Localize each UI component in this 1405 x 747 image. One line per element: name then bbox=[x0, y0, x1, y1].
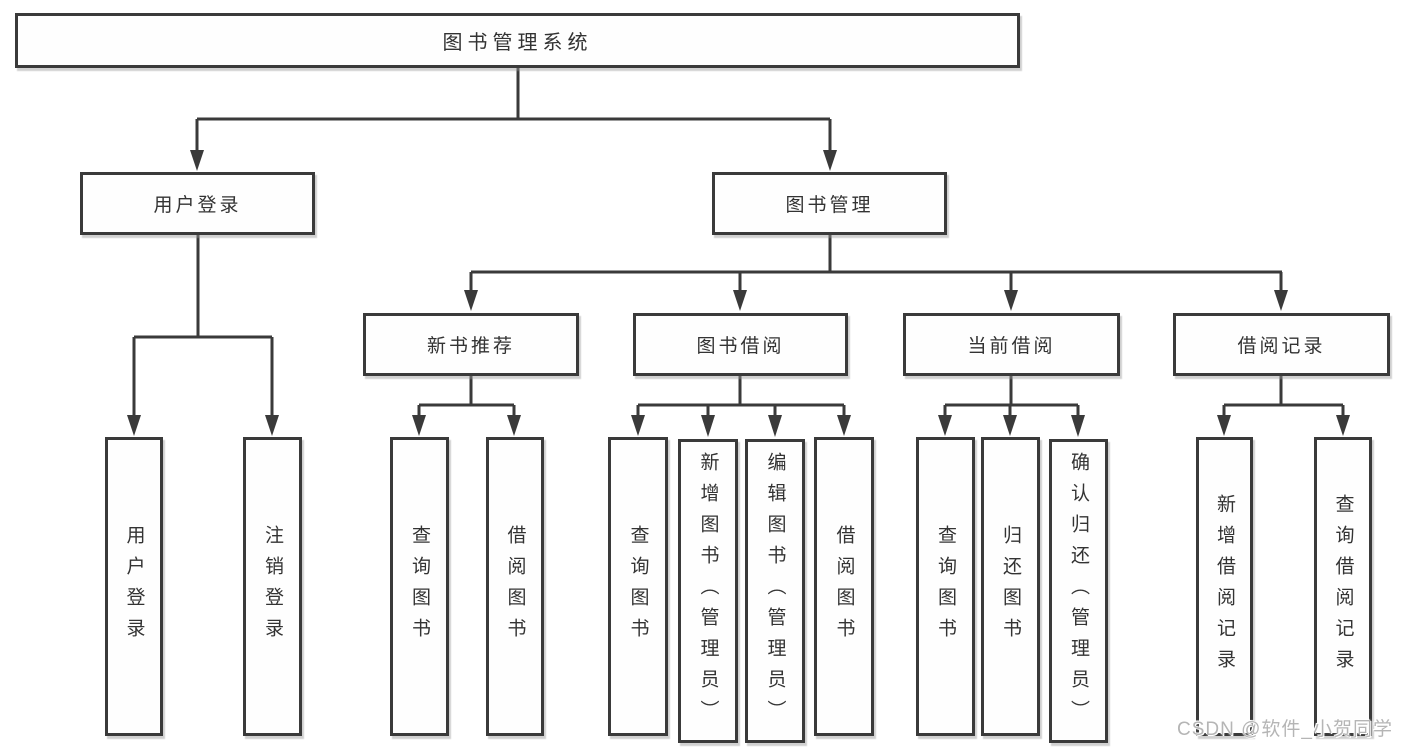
leaf-add-borrow-record: 新增借阅记录 bbox=[1196, 437, 1253, 736]
leaf-query-borrow-record: 查询借阅记录 bbox=[1314, 437, 1372, 736]
edge-arrowhead bbox=[1071, 415, 1085, 437]
connector-borrow-records bbox=[1217, 376, 1350, 436]
leaf-label: 编辑图书（管理员） bbox=[764, 451, 786, 731]
edge-arrowhead bbox=[837, 415, 851, 436]
connector-book-management bbox=[464, 235, 1288, 311]
leaf-query-books-current: 查询图书 bbox=[916, 437, 975, 736]
edge-arrowhead bbox=[265, 415, 279, 436]
leaf-return-books: 归还图书 bbox=[981, 437, 1040, 736]
leaf-label: 归还图书 bbox=[1000, 524, 1021, 649]
node-new-book-recommend: 新书推荐 bbox=[363, 313, 579, 376]
leaf-borrow-books-recommend: 借阅图书 bbox=[486, 437, 544, 736]
watermark: CSDN @软件_小贺同学 bbox=[1177, 719, 1393, 740]
leaf-label: 查询借阅记录 bbox=[1332, 493, 1354, 680]
edge-arrowhead bbox=[190, 150, 204, 171]
leaf-logout-login: 注销登录 bbox=[243, 437, 302, 736]
edge-arrowhead bbox=[507, 415, 521, 436]
connector-root bbox=[190, 68, 837, 171]
leaf-label: 借阅图书 bbox=[504, 524, 526, 649]
edge-arrowhead bbox=[1004, 290, 1018, 311]
node-borrow-records: 借阅记录 bbox=[1173, 313, 1390, 376]
edge-arrowhead bbox=[823, 150, 837, 171]
leaf-borrow-books: 借阅图书 bbox=[814, 437, 874, 736]
leaf-user-login: 用户登录 bbox=[105, 437, 163, 736]
leaf-label: 确认归还（管理员） bbox=[1068, 451, 1089, 731]
edge-arrowhead bbox=[938, 415, 952, 436]
connector-current-borrow bbox=[938, 376, 1085, 437]
edge-arrowhead bbox=[1274, 290, 1288, 311]
node-book-borrow: 图书借阅 bbox=[633, 313, 848, 376]
leaf-query-books-recommend: 查询图书 bbox=[390, 437, 449, 736]
leaf-confirm-return-admin: 确认归还（管理员） bbox=[1049, 439, 1108, 743]
edge-arrowhead bbox=[464, 290, 478, 311]
node-user-login: 用户登录 bbox=[80, 172, 315, 235]
leaf-label: 新增图书（管理员） bbox=[697, 451, 719, 731]
leaf-label: 用户登录 bbox=[123, 524, 145, 649]
edge-arrowhead bbox=[1003, 415, 1017, 436]
leaf-edit-book-admin: 编辑图书（管理员） bbox=[745, 439, 805, 743]
leaf-add-book-admin: 新增图书（管理员） bbox=[678, 439, 738, 743]
node-book-management: 图书管理 bbox=[712, 172, 947, 235]
connector-user-login bbox=[127, 235, 279, 436]
node-current-borrow: 当前借阅 bbox=[903, 313, 1120, 376]
edge-arrowhead bbox=[1217, 415, 1231, 436]
edge-arrowhead bbox=[127, 415, 141, 436]
edge-arrowhead bbox=[412, 415, 426, 436]
edge-arrowhead bbox=[733, 290, 747, 311]
leaf-label: 查询图书 bbox=[627, 524, 649, 649]
leaf-query-books-borrow: 查询图书 bbox=[608, 437, 668, 736]
node-root-library-system: 图书管理系统 bbox=[15, 13, 1020, 68]
leaf-label: 查询图书 bbox=[409, 524, 430, 649]
leaf-label: 注销登录 bbox=[262, 524, 283, 649]
connector-new-book-recommend bbox=[412, 376, 521, 436]
edge-arrowhead bbox=[631, 415, 645, 436]
edge-arrowhead bbox=[1336, 415, 1350, 436]
connector-book-borrow bbox=[631, 376, 851, 437]
edge-arrowhead bbox=[701, 415, 715, 437]
leaf-label: 借阅图书 bbox=[833, 524, 855, 649]
edge-arrowhead bbox=[768, 415, 782, 437]
leaf-label: 新增借阅记录 bbox=[1214, 493, 1235, 680]
leaf-label: 查询图书 bbox=[935, 524, 956, 649]
